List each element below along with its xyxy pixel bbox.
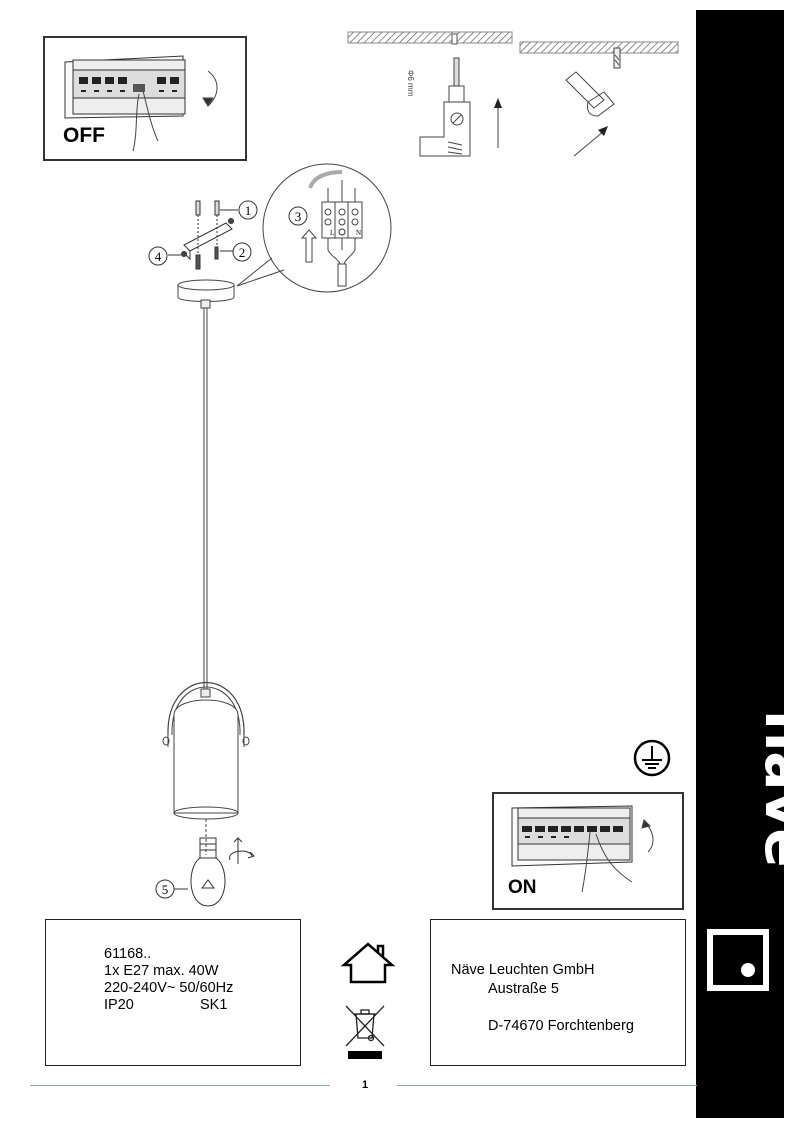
- svg-text:5: 5: [162, 882, 169, 897]
- callout-4-icon: 4: [148, 246, 168, 266]
- company-name: Näve Leuchten GmbH: [451, 962, 595, 978]
- off-label: OFF: [63, 124, 105, 147]
- pendant-lamp-illustration: [162, 279, 250, 855]
- wiring-detail-illustration: L N 3: [236, 163, 392, 293]
- footer-rule-right: [397, 1085, 697, 1086]
- spec-article-number: 61168..: [104, 946, 152, 962]
- drill-step-illustration: [347, 31, 513, 157]
- spec-ip-rating: IP20: [104, 997, 134, 1013]
- spec-safety-class: SK1: [200, 997, 228, 1013]
- bulb-illustration: 5: [155, 836, 255, 907]
- spec-box: 61168.. 1x E27 max. 40W 220-240V~ 50/60H…: [45, 919, 301, 1066]
- address-box: Näve Leuchten GmbH Austraße 5 D-74670 Fo…: [430, 919, 686, 1066]
- svg-text:L: L: [330, 229, 334, 237]
- power-off-panel: OFF: [43, 36, 247, 161]
- svg-text:näve: näve: [752, 710, 802, 868]
- svg-text:1: 1: [245, 203, 252, 218]
- callout-2-icon: 2: [232, 242, 252, 262]
- svg-text:4: 4: [155, 249, 162, 264]
- drill-bit-size-label: Φ6 mm: [406, 70, 415, 97]
- company-city: D-74670 Forchtenberg: [488, 1018, 634, 1034]
- footer-rule-left: [30, 1085, 330, 1086]
- spec-bulb: 1x E27 max. 40W: [104, 963, 219, 979]
- spec-voltage: 220-240V~ 50/60Hz: [104, 980, 234, 996]
- breaker-panel-icon: [64, 55, 218, 152]
- svg-text:2: 2: [239, 245, 246, 260]
- breaker-panel-icon: [511, 805, 654, 893]
- power-on-panel: ON: [492, 792, 684, 910]
- page-number: 1: [361, 1079, 369, 1091]
- on-label: ON: [508, 877, 537, 898]
- svg-text:3: 3: [295, 209, 302, 224]
- svg-text:N: N: [356, 229, 361, 237]
- hammer-step-illustration: [519, 41, 679, 157]
- company-street: Austraße 5: [488, 981, 559, 997]
- ground-icon: [633, 739, 671, 777]
- crossed-bin-icon: [345, 1005, 385, 1059]
- mounting-bracket-illustration: [168, 200, 238, 270]
- house-icon: [340, 942, 396, 984]
- brand-sidebar: näve: [696, 10, 802, 1118]
- callout-1-icon: 1: [238, 200, 258, 220]
- naeve-logo: näve: [707, 710, 802, 991]
